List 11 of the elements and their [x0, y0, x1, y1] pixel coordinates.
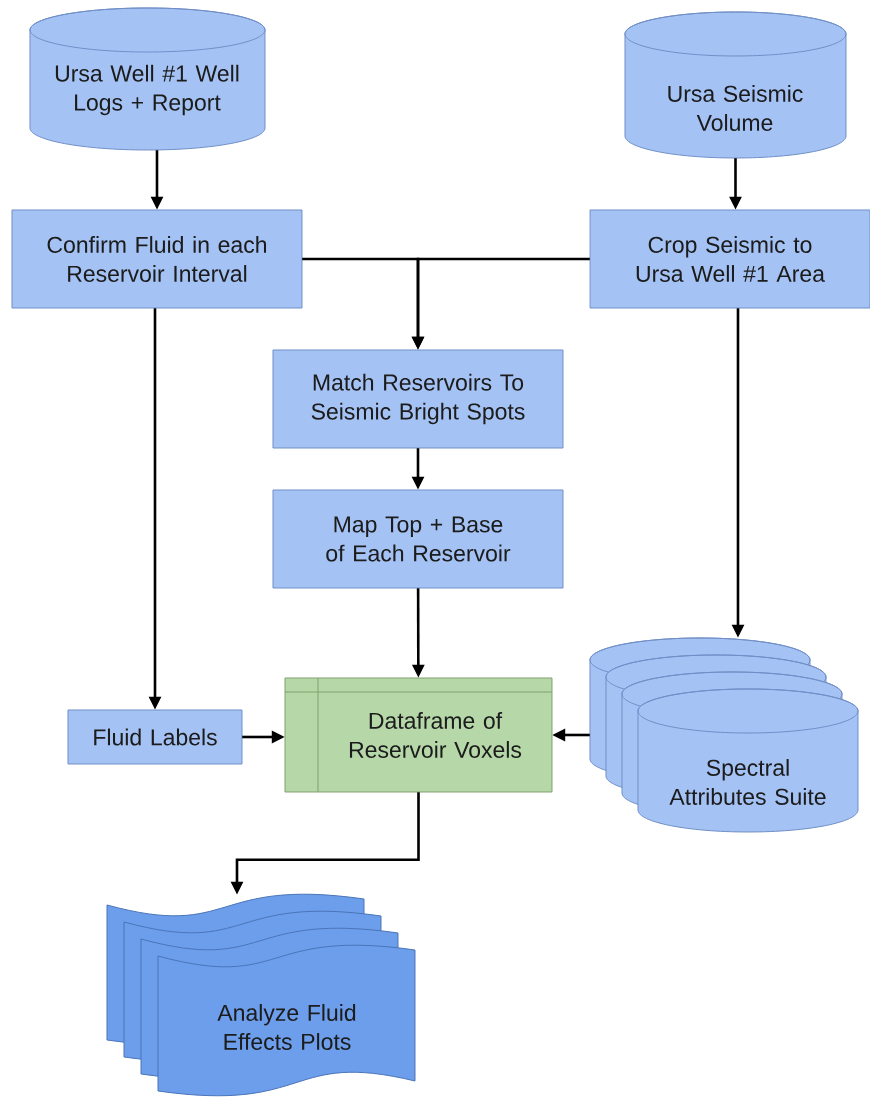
database-cylinder: Ursa Seismic Volume [624, 11, 847, 159]
process-box: Crop Seismic to Ursa Well #1 Area [589, 209, 870, 309]
database-cylinder: Ursa Well #1 Well Logs + Report [29, 7, 266, 151]
data-table-box: Dataframe of Reservoir Voxels [284, 677, 553, 793]
process-box: Fluid Labels [67, 709, 243, 765]
process-box: Confirm Fluid in each Reservoir Interval [11, 209, 303, 309]
stacked-database-drawing: Spectral Attributes Suite [589, 637, 859, 833]
node-label: Attributes Suite [669, 788, 826, 805]
document-stack-drawing: Analyze Fluid Effects Plots [106, 893, 416, 1097]
process-box: Match Reservoirs To Seismic Bright Spots [272, 349, 564, 449]
process-box: Map Top + Base of Each Reservoir [272, 489, 564, 589]
